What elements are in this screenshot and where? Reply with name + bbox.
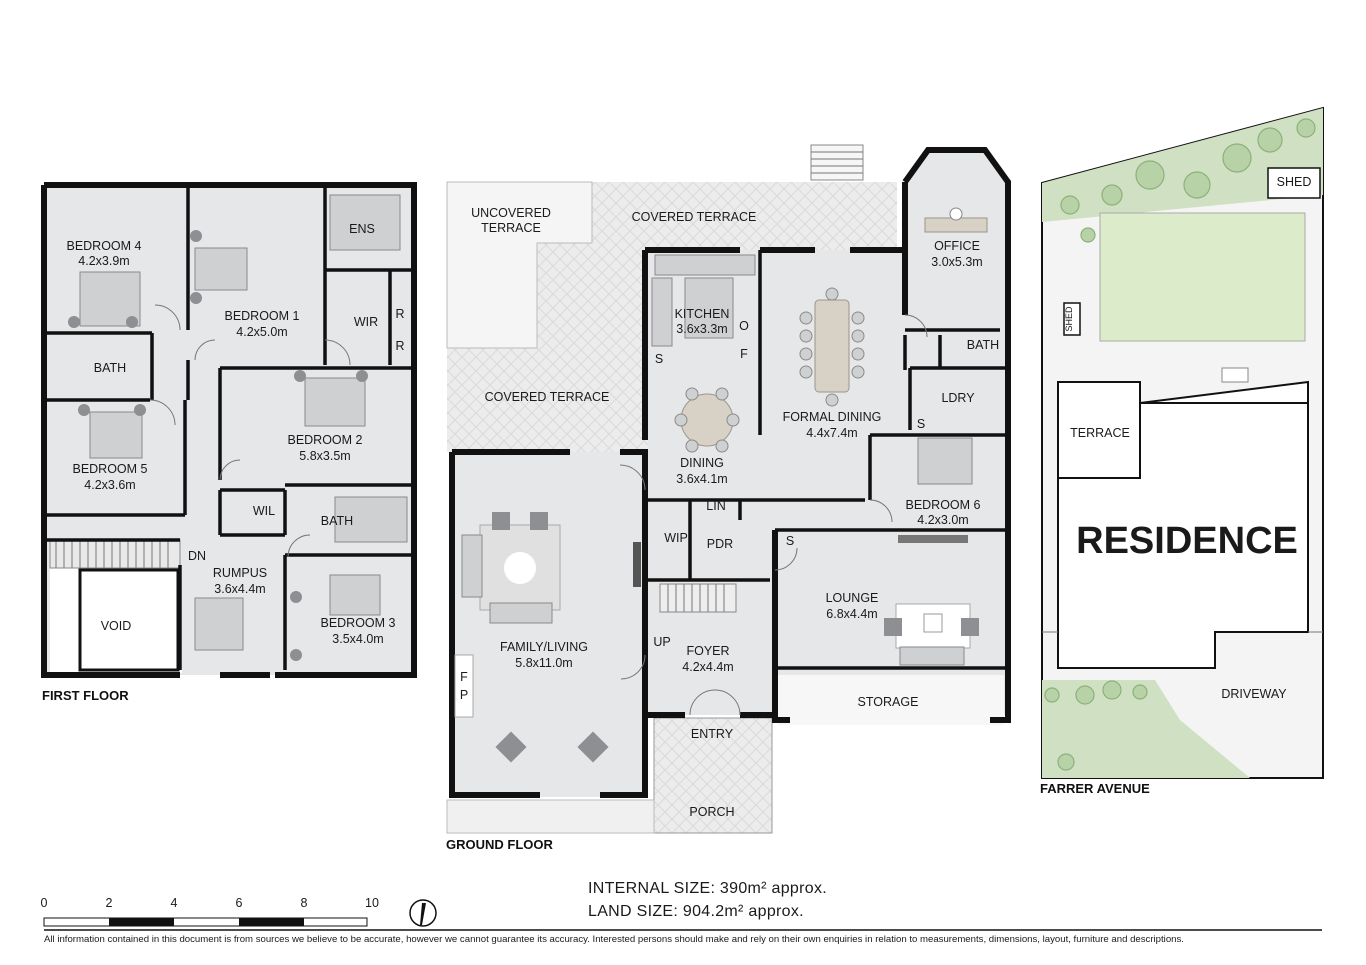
- rumpus-name-label: RUMPUS: [213, 566, 267, 580]
- shed-side-label: SHED: [1064, 306, 1074, 332]
- covered-terrace-top-label: COVERED TERRACE: [632, 210, 757, 224]
- porch-area: [653, 717, 773, 834]
- ground-floor-title: GROUND FLOOR: [446, 837, 553, 852]
- uncovered-terrace-label-2: TERRACE: [481, 221, 541, 235]
- street-name-label: FARRER AVENUE: [1040, 781, 1150, 796]
- kitchen-size-label: 3.6x3.3m: [676, 322, 727, 336]
- garden-steps: [810, 144, 864, 181]
- bedroom6-size-label: 4.2x3.0m: [917, 513, 968, 527]
- rumpus-size-label: 3.6x4.4m: [214, 582, 265, 596]
- scale-tick-8: 8: [301, 896, 308, 910]
- first-floor-stairs: [49, 539, 181, 569]
- kitchen-name-label: KITCHEN: [675, 307, 730, 321]
- family-living-size-label: 5.8x11.0m: [515, 656, 572, 670]
- land-size-text: LAND SIZE: 904.2m² approx.: [588, 903, 804, 920]
- internal-size-text: INTERNAL SIZE: 390m² approx.: [588, 880, 827, 897]
- linen-label: LIN: [706, 499, 725, 513]
- scale-tick-0: 0: [41, 896, 48, 910]
- bath1-label: BATH: [94, 361, 126, 375]
- scale-tick-2: 2: [106, 896, 113, 910]
- bedroom5-name-label: BEDROOM 5: [72, 462, 147, 476]
- site-plan: SHED SHED TERRACE RESIDENCE DRIVEWAY FAR…: [1040, 106, 1324, 796]
- dining-name-label: DINING: [680, 456, 724, 470]
- robe2-label: R: [395, 339, 404, 353]
- office-bath-label: BATH: [967, 338, 999, 352]
- scale-tick-4: 4: [171, 896, 178, 910]
- bedroom1-size-label: 4.2x5.0m: [236, 325, 287, 339]
- bath2-label: BATH: [321, 514, 353, 528]
- residence-label: RESIDENCE: [1076, 520, 1298, 562]
- lounge-name-label: LOUNGE: [826, 591, 879, 605]
- covered-terrace-left-label: COVERED TERRACE: [485, 390, 610, 404]
- kitchen-storage-label: S: [655, 352, 663, 366]
- family-living-name-label: FAMILY/LIVING: [500, 640, 588, 654]
- pool: [1099, 212, 1306, 342]
- bedroom5-size-label: 4.2x3.6m: [84, 478, 135, 492]
- laundry-label: LDRY: [941, 391, 975, 405]
- porch-label: PORCH: [689, 805, 734, 819]
- ground-floor-plan: UNCOVERED TERRACE COVERED TERRACE COVERE…: [446, 144, 1011, 852]
- uncovered-terrace-area: [446, 181, 593, 349]
- ens-label: ENS: [349, 222, 375, 236]
- foyer-size-label: 4.2x4.4m: [682, 660, 733, 674]
- scale-tick-6: 6: [236, 896, 243, 910]
- stairs-up-label: UP: [653, 635, 670, 649]
- oven-label: O: [739, 319, 749, 333]
- wil-label: WIL: [253, 504, 275, 518]
- dining-size-label: 3.6x4.1m: [676, 472, 727, 486]
- first-floor-title: FIRST FLOOR: [42, 688, 129, 703]
- wir-label: WIR: [354, 315, 378, 329]
- storage-label: STORAGE: [858, 695, 919, 709]
- fireplace-label-p: P: [460, 688, 468, 702]
- bedroom4-size-label: 4.2x3.9m: [78, 254, 129, 268]
- scale-tick-10: 10: [365, 896, 379, 910]
- bedroom3-size-label: 3.5x4.0m: [332, 632, 383, 646]
- lounge-size-label: 6.8x4.4m: [826, 607, 877, 621]
- office-name-label: OFFICE: [934, 239, 980, 253]
- fridge-label: F: [740, 347, 748, 361]
- lounge-storage-label: S: [786, 534, 794, 548]
- bedroom4-name-label: BEDROOM 4: [66, 239, 141, 253]
- entry-label: ENTRY: [691, 727, 734, 741]
- terrace-label: TERRACE: [1070, 426, 1130, 440]
- bedroom1-name-label: BEDROOM 1: [224, 309, 299, 323]
- disclaimer-text: All information contained in this docume…: [44, 934, 1184, 945]
- shed-top-label: SHED: [1277, 175, 1312, 189]
- driveway-label: DRIVEWAY: [1221, 687, 1287, 701]
- void-label: VOID: [101, 619, 132, 633]
- first-floor-plan: BEDROOM 4 4.2x3.9m BEDROOM 1 4.2x5.0m EN…: [41, 182, 417, 703]
- bedroom3-name-label: BEDROOM 3: [320, 616, 395, 630]
- north-arrow-icon: [409, 899, 437, 927]
- bedroom2-size-label: 5.8x3.5m: [299, 449, 350, 463]
- scale-bar: 0 2 4 6 8 10: [41, 896, 379, 927]
- office-size-label: 3.0x5.3m: [931, 255, 982, 269]
- formal-dining-size-label: 4.4x7.4m: [806, 426, 857, 440]
- bedroom6-name-label: BEDROOM 6: [905, 498, 980, 512]
- formal-dining-name-label: FORMAL DINING: [783, 410, 882, 424]
- fireplace-label-f: F: [460, 670, 468, 684]
- robe1-label: R: [395, 307, 404, 321]
- uncovered-terrace-label-1: UNCOVERED: [471, 206, 551, 220]
- powder-room-label: PDR: [707, 537, 733, 551]
- foyer-name-label: FOYER: [686, 644, 729, 658]
- dn-label: DN: [188, 549, 206, 563]
- laundry-storage-label: S: [917, 417, 925, 431]
- bedroom2-name-label: BEDROOM 2: [287, 433, 362, 447]
- walk-in-pantry-label: WIP: [664, 531, 688, 545]
